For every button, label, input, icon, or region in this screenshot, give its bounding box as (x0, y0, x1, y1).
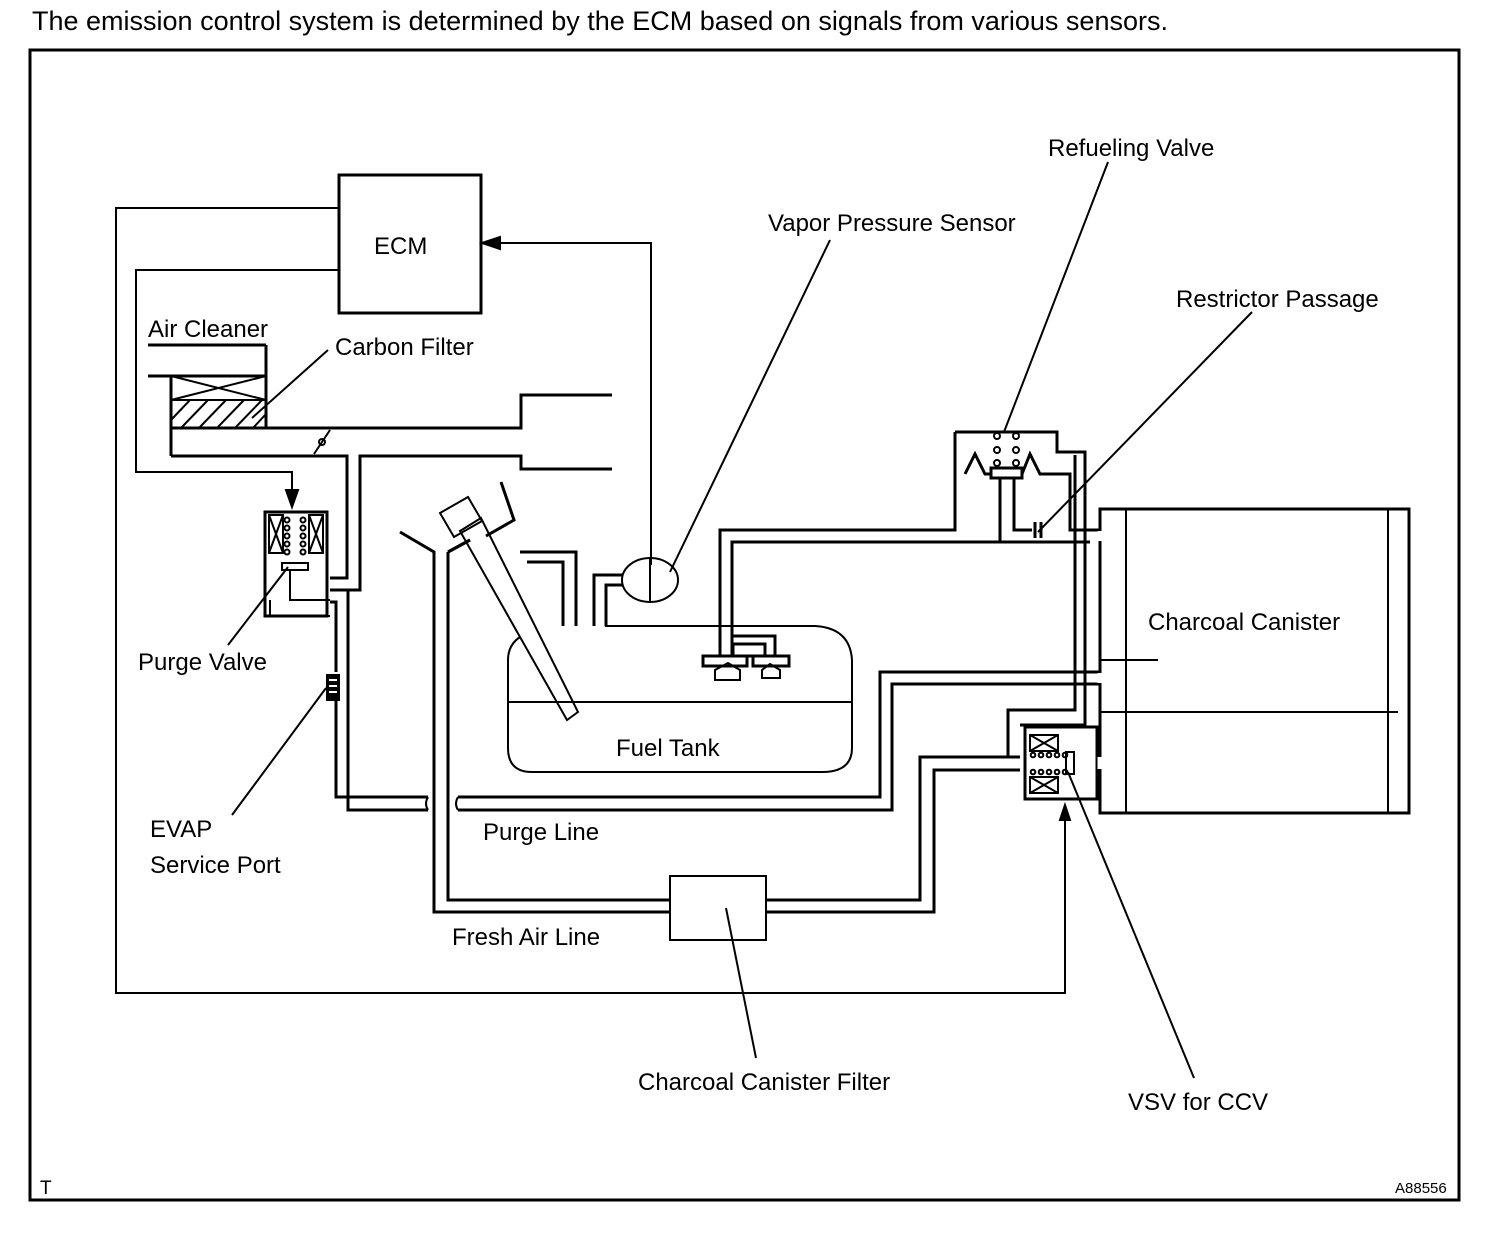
vapor-pressure-sensor-label: Vapor Pressure Sensor (768, 210, 1016, 237)
tank-valves (701, 432, 1090, 681)
canister-feed-lines (1006, 455, 1077, 757)
wire-ecm-to-purge-valve (135, 269, 339, 492)
spring-icon (1029, 751, 1069, 776)
charcoal-canister-filter: Charcoal Canister Filter (638, 875, 890, 1096)
charcoal-canister-label: Charcoal Canister (1148, 609, 1340, 636)
vapor-pressure-sensor: Vapor Pressure Sensor (621, 210, 1016, 603)
restrictor-passage-label: Restrictor Passage (1176, 286, 1379, 313)
arrow-up-icon (1058, 801, 1072, 821)
purge-line: Purge Line (330, 588, 1100, 846)
carbon-filter-label: Carbon Filter (335, 334, 474, 361)
evap-port-label-1: EVAP (150, 816, 212, 843)
fresh-air-line-label: Fresh Air Line (452, 924, 600, 951)
air-cleaner: Air Cleaner Carbon Filter (148, 316, 474, 456)
signal-wires (115, 207, 1072, 994)
evap-port-label-2: Service Port (150, 852, 281, 879)
restrictor-passage: Restrictor Passage (1033, 286, 1379, 538)
air-cleaner-label: Air Cleaner (148, 316, 268, 343)
purge-valve-label: Purge Valve (138, 649, 267, 676)
ecm: ECM (337, 173, 483, 315)
intake-pipe (171, 393, 612, 592)
diagram-caption: The emission control system is determine… (32, 6, 1168, 36)
charcoal-canister-filter-label: Charcoal Canister Filter (638, 1069, 890, 1096)
wire-sensor-to-ecm (495, 242, 652, 565)
purge-valve: Purge Valve (138, 510, 330, 676)
spring-icon (283, 516, 307, 556)
footer-code: T (40, 1178, 52, 1199)
carbon-filter (170, 399, 267, 429)
charcoal-canister: Charcoal Canister (1095, 507, 1411, 815)
wire-ecm-to-vsv (115, 207, 1066, 994)
arrow-left-icon (478, 235, 501, 251)
purge-line-label: Purge Line (483, 819, 599, 846)
evap-service-port-icon: EVAP Service Port (150, 674, 340, 879)
arrow-down-icon (284, 489, 300, 511)
vsv-for-ccv-label: VSV for CCV (1128, 1089, 1268, 1116)
fuel-tank: Fuel Tank (507, 550, 853, 773)
filler-pipe (438, 481, 580, 722)
fuel-tank-label: Fuel Tank (616, 735, 721, 762)
spring-icon (993, 432, 1020, 467)
figure-id: A88556 (1395, 1180, 1447, 1197)
diagram-frame (28, 48, 1461, 1202)
vsv-for-ccv: VSV for CCV (1023, 725, 1268, 1116)
ecm-label: ECM (374, 233, 427, 260)
refueling-valve-label: Refueling Valve (1048, 135, 1214, 162)
throttle-valve-icon (313, 429, 331, 455)
